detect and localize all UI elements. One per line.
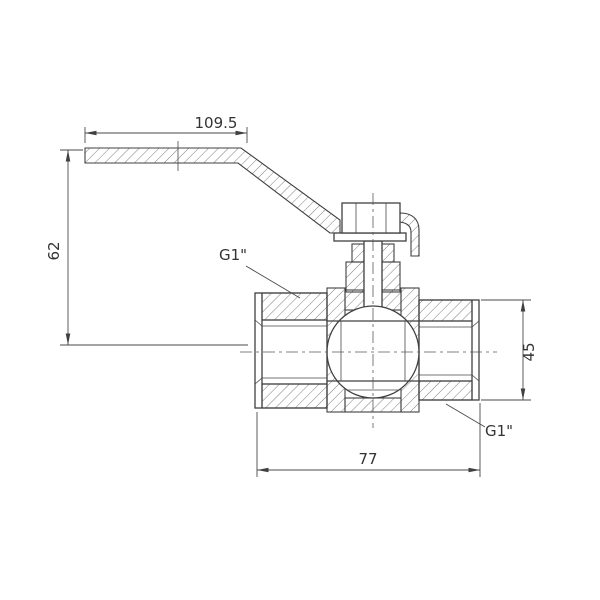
dimension-overall-height: 62 xyxy=(45,149,248,346)
thread-label-right-text: G1" xyxy=(485,422,513,440)
packing-left xyxy=(351,243,365,263)
right-port xyxy=(418,299,480,401)
left-thread-lines xyxy=(262,325,327,379)
packing-right xyxy=(381,243,395,263)
dim-text-body-length: 77 xyxy=(358,450,377,468)
dimension-body-length: 77 xyxy=(256,403,481,477)
lever-hook xyxy=(397,212,420,257)
thread-label-right-leader xyxy=(445,403,486,428)
gland-right xyxy=(381,261,401,293)
right-bore-lines xyxy=(419,320,472,382)
thread-label-left-text: G1" xyxy=(219,246,247,264)
left-bore-lines xyxy=(262,319,327,385)
hex-nut xyxy=(341,202,401,234)
dimension-handle-length: 109.5 xyxy=(84,114,248,143)
lever-bar xyxy=(84,147,341,234)
washer xyxy=(333,232,407,242)
stem-and-bonnet xyxy=(345,240,401,319)
hex-facet-lines xyxy=(355,203,387,233)
dim-text-handle-length: 109.5 xyxy=(195,114,238,132)
left-port xyxy=(254,292,328,409)
gland-left xyxy=(345,261,365,293)
thread-label-left-leader xyxy=(245,265,301,299)
dimension-port-height: 45 xyxy=(481,299,538,401)
dim-text-overall-height: 62 xyxy=(45,241,63,260)
handle-lever xyxy=(84,141,420,257)
right-thread-lines xyxy=(419,326,472,376)
seat-lines xyxy=(340,321,406,381)
thread-label-left: G1" xyxy=(219,246,301,299)
centerlines xyxy=(240,193,497,428)
thread-label-right: G1" xyxy=(445,403,513,440)
dim-text-port-height: 45 xyxy=(520,342,538,361)
